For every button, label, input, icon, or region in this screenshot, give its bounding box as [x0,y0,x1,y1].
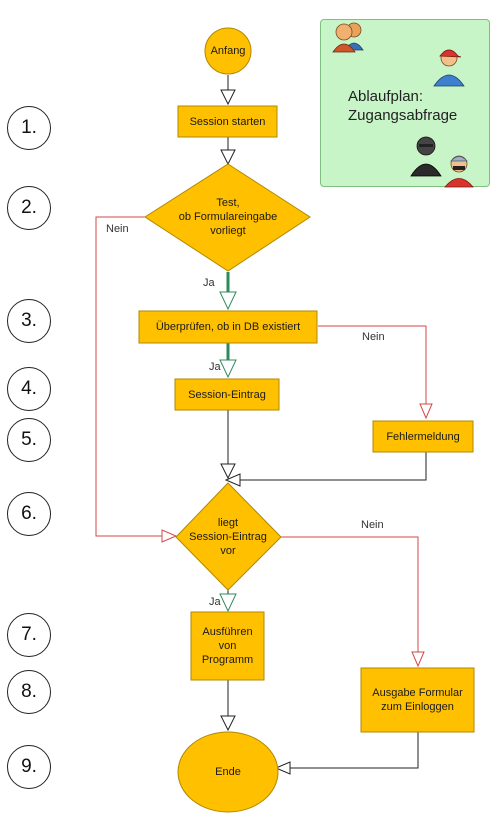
node-login-form-shape [360,667,475,733]
node-end: Ende [215,766,241,778]
node-session-entry: Session-Eintrag [188,388,266,401]
arrowhead-test [220,149,236,166]
connector-form-end [290,732,419,769]
step-number-6: 6. [7,492,51,536]
arrowhead-check-db [219,291,237,311]
arrowhead-session-check-from-test [161,529,178,543]
arrowhead-end [220,715,236,732]
arrowhead-login-form [411,651,425,668]
step-number-9: 9. [7,745,51,789]
edge-label-session-yes: Ja [209,596,221,608]
node-end-shape [177,731,279,813]
arrowhead-session-start [220,89,236,106]
user-bandit-icon [444,155,474,188]
node-start: Anfang [210,45,246,57]
node-error: Fehlermeldung [386,430,460,443]
no-path-session [280,536,419,652]
node-test: Test, ob Formulareingabe vorliegt [178,197,278,237]
node-run: Ausführen von Programm [201,626,254,666]
user-group-icon [332,22,364,53]
user-red-cap-icon [433,49,465,87]
legend-title: Ablaufplan: Zugangsabfrage [348,88,458,124]
legend-box: Ablaufplan: Zugangsabfrage [320,19,490,188]
no-path-db [318,325,427,404]
step-number-3: 3. [7,299,51,343]
step-number-2: 2. [7,186,51,230]
step-number-5: 5. [7,418,51,462]
node-check-db-shape [138,310,318,344]
node-session-start-shape [177,105,278,138]
edge-label-test-no: Nein [106,223,129,235]
step-number-1: 1. [7,106,51,150]
arrowhead-session-entry [219,359,237,379]
user-burglar-icon [410,136,442,177]
arrowhead-error [419,403,433,420]
arrowhead-merge-from-error [224,473,241,487]
node-session-start: Session starten [189,115,266,128]
node-check-db: Überprüfen, ob in DB existiert [155,321,301,333]
node-run-shape [190,611,265,681]
edge-label-db-no: Nein [362,331,385,343]
edge-label-test-yes: Ja [203,277,215,289]
legend-people-graphics [332,22,474,188]
node-session-check: liegt Session-Eintrag vor [189,517,267,557]
node-session-entry-shape [174,378,280,411]
node-error-shape [372,420,474,453]
arrowhead-run [219,593,237,613]
no-path-test [95,216,162,537]
arrowhead-session-check [220,463,236,480]
step-number-4: 4. [7,367,51,411]
connector-error-merge [240,452,427,481]
node-start-shape [204,27,252,75]
edge-label-db-yes: Ja [209,361,221,373]
arrowhead-end-from-form [274,761,291,775]
node-test-shape [144,163,311,272]
step-number-8: 8. [7,670,51,714]
node-login-form: Ausgabe Formular zum Einloggen [372,687,463,713]
node-session-check-shape [175,482,282,591]
step-number-7: 7. [7,613,51,657]
edge-label-session-no: Nein [361,519,384,531]
